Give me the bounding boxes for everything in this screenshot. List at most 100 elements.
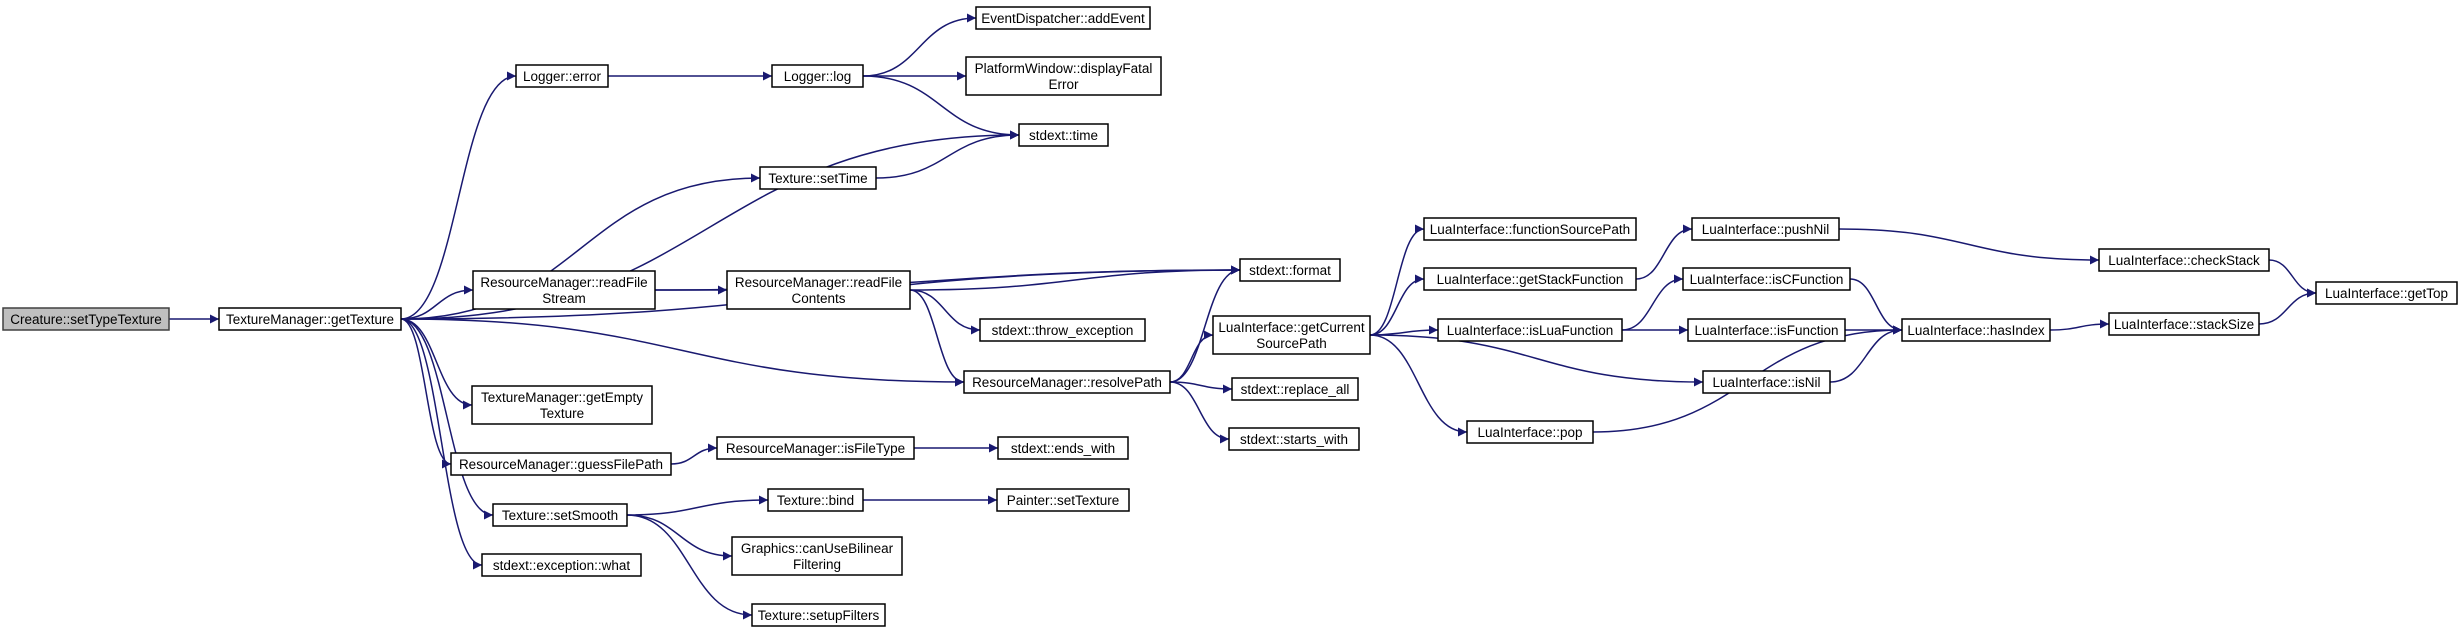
node-texture-set-time[interactable]: Texture::setTime <box>759 166 877 190</box>
node-label: ResourceManager::readFile <box>480 275 647 290</box>
node-logger-error[interactable]: Logger::error <box>515 64 609 88</box>
node-stdext-time[interactable]: stdext::time <box>1018 123 1109 147</box>
node-setup-filters[interactable]: Texture::setupFilters <box>751 603 886 627</box>
node-starts-with[interactable]: stdext::starts_with <box>1228 427 1360 451</box>
node-box <box>1212 315 1371 355</box>
edge-loggerLog-to-stdextTime <box>862 75 1020 140</box>
node-label: stdext::exception::what <box>493 558 631 573</box>
node-logger-log[interactable]: Logger::log <box>771 64 864 88</box>
edge-getTexture-to-readFileStream <box>400 285 474 320</box>
node-box <box>1228 427 1360 451</box>
node-box <box>1239 258 1341 282</box>
node-push-nil[interactable]: LuaInterface::pushNil <box>1691 217 1840 241</box>
node-replace-all[interactable]: stdext::replace_all <box>1231 377 1359 401</box>
node-label: LuaInterface::isFunction <box>1694 323 1838 338</box>
node-box <box>2 307 170 331</box>
node-box <box>975 6 1151 30</box>
node-check-stack[interactable]: LuaInterface::checkStack <box>2098 248 2270 272</box>
edge-getCurrentSourcePath-to-isNil <box>1369 334 1704 387</box>
node-is-function[interactable]: LuaInterface::isFunction <box>1687 318 1846 342</box>
edge-resolvePath-to-getCurrentSourcePath <box>1169 330 1214 383</box>
node-is-file-type[interactable]: ResourceManager::isFileType <box>716 436 915 460</box>
edge-guessFilePath-to-isFileType <box>670 443 718 465</box>
node-stdext-format[interactable]: stdext::format <box>1239 258 1341 282</box>
node-label: LuaInterface::functionSourcePath <box>1430 222 1630 237</box>
node-get-stack-function[interactable]: LuaInterface::getStackFunction <box>1423 267 1637 291</box>
node-box <box>1901 318 2051 342</box>
node-label: Logger::error <box>523 69 602 84</box>
node-exception-what[interactable]: stdext::exception::what <box>481 553 642 577</box>
node-box <box>481 553 642 577</box>
node-box <box>1466 420 1594 444</box>
node-get-top[interactable]: LuaInterface::getTop <box>2315 281 2458 305</box>
node-set-smooth[interactable]: Texture::setSmooth <box>492 503 628 527</box>
node-function-source-path[interactable]: LuaInterface::functionSourcePath <box>1423 217 1637 241</box>
node-get-texture[interactable]: TextureManager::getTexture <box>218 307 402 331</box>
edge-isCFunction-to-hasIndex <box>1849 278 1903 335</box>
edge-stackSize-to-getTop <box>2258 288 2317 325</box>
node-box <box>767 488 864 512</box>
node-throw-exception[interactable]: stdext::throw_exception <box>979 318 1146 342</box>
node-lua-pop[interactable]: LuaInterface::pop <box>1466 420 1594 444</box>
edge-getCurrentSourcePath-to-functionSourcePath <box>1369 224 1425 336</box>
node-resolve-path[interactable]: ResourceManager::resolvePath <box>963 370 1171 394</box>
node-box <box>218 307 402 331</box>
node-box <box>759 166 877 190</box>
node-box <box>716 436 915 460</box>
edge-getTexture-to-loggerError <box>400 71 517 320</box>
node-label: Texture::setTime <box>768 171 867 186</box>
node-label: stdext::starts_with <box>1240 432 1348 447</box>
node-texture-bind[interactable]: Texture::bind <box>767 488 864 512</box>
node-box <box>1231 377 1359 401</box>
node-has-index[interactable]: LuaInterface::hasIndex <box>1901 318 2051 342</box>
edge-isNil-to-hasIndex <box>1829 325 1903 383</box>
node-label: ResourceManager::isFileType <box>726 441 905 456</box>
node-box <box>1423 217 1637 241</box>
node-label: LuaInterface::pop <box>1477 425 1582 440</box>
node-guess-file-path[interactable]: ResourceManager::guessFilePath <box>450 452 672 476</box>
node-label: SourcePath <box>1256 336 1327 351</box>
node-box <box>997 436 1129 460</box>
node-label: stdext::throw_exception <box>992 323 1134 338</box>
node-label: Stream <box>542 291 586 306</box>
node-box <box>726 270 911 310</box>
node-label: Texture::setupFilters <box>758 608 880 623</box>
node-label: Creature::setTypeTexture <box>10 312 162 327</box>
node-is-lua-function[interactable]: LuaInterface::isLuaFunction <box>1437 318 1623 342</box>
node-ends-with[interactable]: stdext::ends_with <box>997 436 1129 460</box>
node-label: Filtering <box>793 557 841 572</box>
edge-getTexture-to-getEmptyTexture <box>400 318 473 410</box>
node-label: ResourceManager::resolvePath <box>972 375 1162 390</box>
edge-readFileContents-to-resolvePath <box>909 289 965 387</box>
node-box <box>450 452 672 476</box>
edge-pushNil-to-checkStack <box>1838 228 2100 265</box>
edge-getTexture-to-exceptionWhat <box>400 318 483 570</box>
node-stack-size[interactable]: LuaInterface::stackSize <box>2108 312 2260 336</box>
node-label: stdext::time <box>1029 128 1098 143</box>
node-is-cfunction[interactable]: LuaInterface::isCFunction <box>1682 267 1851 291</box>
node-label: LuaInterface::hasIndex <box>1907 323 2045 338</box>
node-box <box>996 488 1130 512</box>
node-label: stdext::ends_with <box>1011 441 1115 456</box>
edge-hasIndex-to-stackSize <box>2049 319 2110 331</box>
node-label: LuaInterface::isCFunction <box>1690 272 1844 287</box>
node-box <box>1687 318 1846 342</box>
node-box <box>1682 267 1851 291</box>
node-add-event[interactable]: EventDispatcher::addEvent <box>975 6 1151 30</box>
node-box <box>1423 267 1637 291</box>
node-box <box>1691 217 1840 241</box>
node-root[interactable]: Creature::setTypeTexture <box>2 307 170 331</box>
node-is-nil[interactable]: LuaInterface::isNil <box>1702 370 1831 394</box>
node-label: LuaInterface::getCurrent <box>1218 320 1365 335</box>
node-box <box>751 603 886 627</box>
edge-setSmooth-to-setupFilters <box>626 514 753 620</box>
node-painter-set-texture[interactable]: Painter::setTexture <box>996 488 1130 512</box>
